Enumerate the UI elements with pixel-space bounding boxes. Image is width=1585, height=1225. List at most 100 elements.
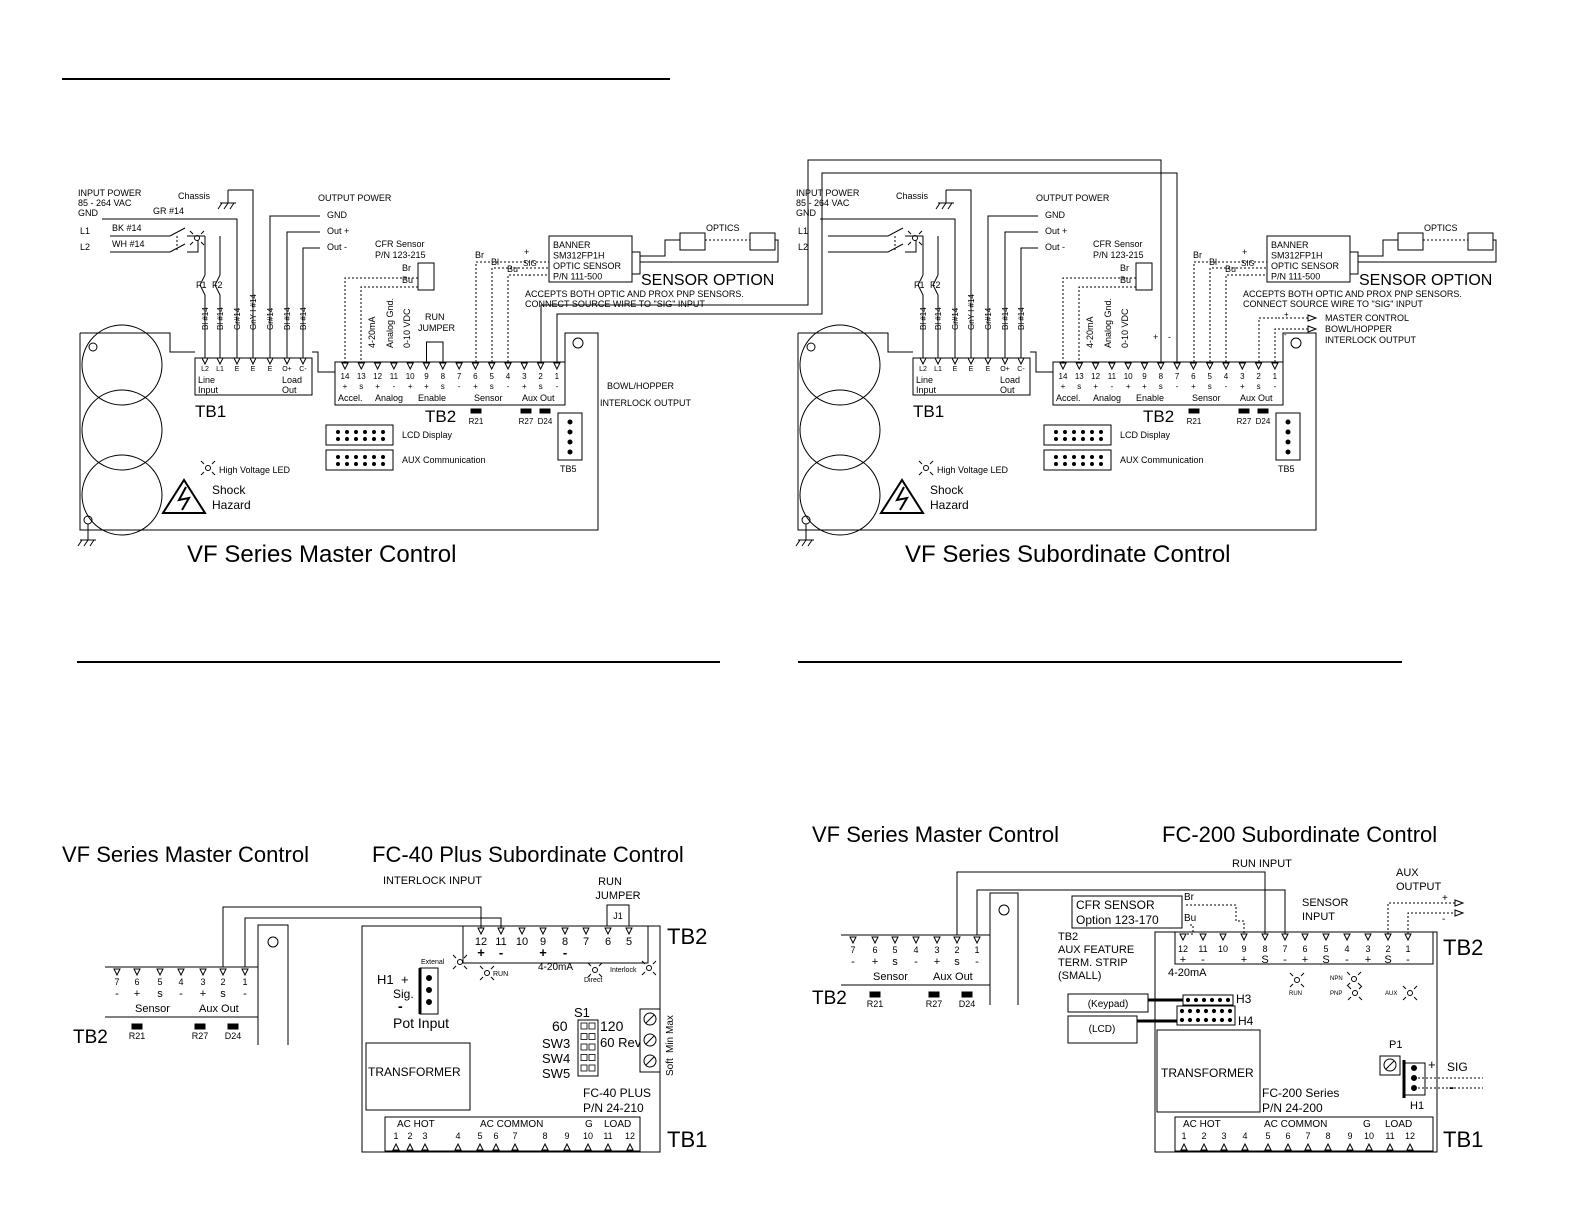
label: 12 [625,1131,635,1141]
ground-hatch [941,202,947,210]
pot-slot [645,1056,655,1066]
pin [354,455,358,459]
label: Bu [507,264,518,274]
pin [1187,1017,1193,1023]
interlock-wire [556,172,1178,362]
label: 4 [506,372,511,381]
terminal-icon [967,357,975,366]
label: 4 [178,977,183,987]
led-ray [918,460,923,465]
label: 6 [473,372,478,381]
pot-slot [645,1014,655,1024]
label: OPTIC SENSOR [553,261,622,271]
label: + [1428,1057,1436,1072]
interlock-wire [222,906,482,967]
ground-hatch [229,202,235,210]
capacitor [799,389,881,471]
pin [1063,455,1067,459]
led-ray [587,973,592,978]
terminal-icon [156,968,164,977]
label: s [220,988,226,1000]
label: 60 Rev [600,1035,642,1050]
pin [1081,462,1085,466]
pin [1063,430,1067,434]
tb2-label: TB2 [1143,407,1174,426]
run-jumper [426,341,444,363]
transformer [1156,1029,1261,1113]
pin [1081,430,1085,434]
wire-label: Gr#14 [233,307,242,330]
label: TRANSFORMER [1161,1066,1254,1080]
label: L1 [216,366,224,373]
ground-hatch [947,202,953,210]
label: 13 [1075,372,1084,381]
wire-label: Bl #14 [216,307,225,330]
ground-hatch [807,539,813,547]
panel-title: VF Series Master Control [187,541,456,568]
dip-toggle [580,1064,588,1072]
led-body [1294,977,1300,983]
pin [1285,439,1291,445]
pin [1411,1065,1417,1071]
led-ray [200,230,205,235]
label: + [872,956,878,968]
pin [1185,997,1191,1003]
label: + [1284,310,1289,319]
optic-receiver [749,232,776,251]
label: P/N 24-210 [583,1101,644,1115]
terminal-icon [1017,357,1025,366]
label: AUX Communication [1120,455,1204,465]
label: 0-10 VDC [1120,308,1130,348]
label: FC-40 PLUS [583,1086,651,1100]
label: E [235,366,240,373]
terminal-icon [973,936,981,945]
label: 9 [424,372,429,381]
terminal-icon [582,927,590,936]
label: - [1274,382,1277,391]
led-ray [1347,985,1352,990]
led-icon [1347,985,1363,1001]
interlock-wire [540,159,1162,362]
label: Hazard [212,498,251,512]
wire [1258,317,1278,362]
pin [381,437,385,441]
pin [1285,449,1291,455]
label: H3 [1236,992,1252,1006]
label: 8 [1262,944,1267,954]
shock-hazard-icon [161,478,207,514]
label: 1 [555,372,560,381]
label: SIG [523,259,537,268]
component [1257,408,1269,414]
label: S [1261,954,1268,966]
label: BANNER [1271,240,1309,250]
tb1-strip [1174,1116,1434,1152]
pin [1072,455,1076,459]
label: - [115,988,119,1000]
label: S [1322,954,1329,966]
led-ray [641,960,646,965]
led-ray [479,965,484,970]
terminal-icon [471,362,480,371]
label: 8 [1325,1131,1330,1141]
wire [110,227,186,237]
led-ray [652,971,657,976]
label: 9 [1241,944,1246,954]
label: Aux Out [933,971,973,983]
wire [102,218,238,358]
label: BOWL/HOPPER [607,381,675,391]
label: CONNECT SOURCE WIRE TO "SIG" INPUT [525,299,705,309]
capacitor [81,324,163,406]
label: 4 [1242,1131,1247,1141]
lcd-header [1043,424,1112,446]
led-ray [641,971,646,976]
component [928,991,940,998]
label: Br [1193,250,1202,260]
led-ray [463,965,468,970]
pin [1054,455,1058,459]
label: + [1442,893,1448,904]
terminal-icon [113,968,121,977]
label: 8 [562,936,568,948]
led-icon [641,960,657,976]
label: - [1345,954,1349,966]
